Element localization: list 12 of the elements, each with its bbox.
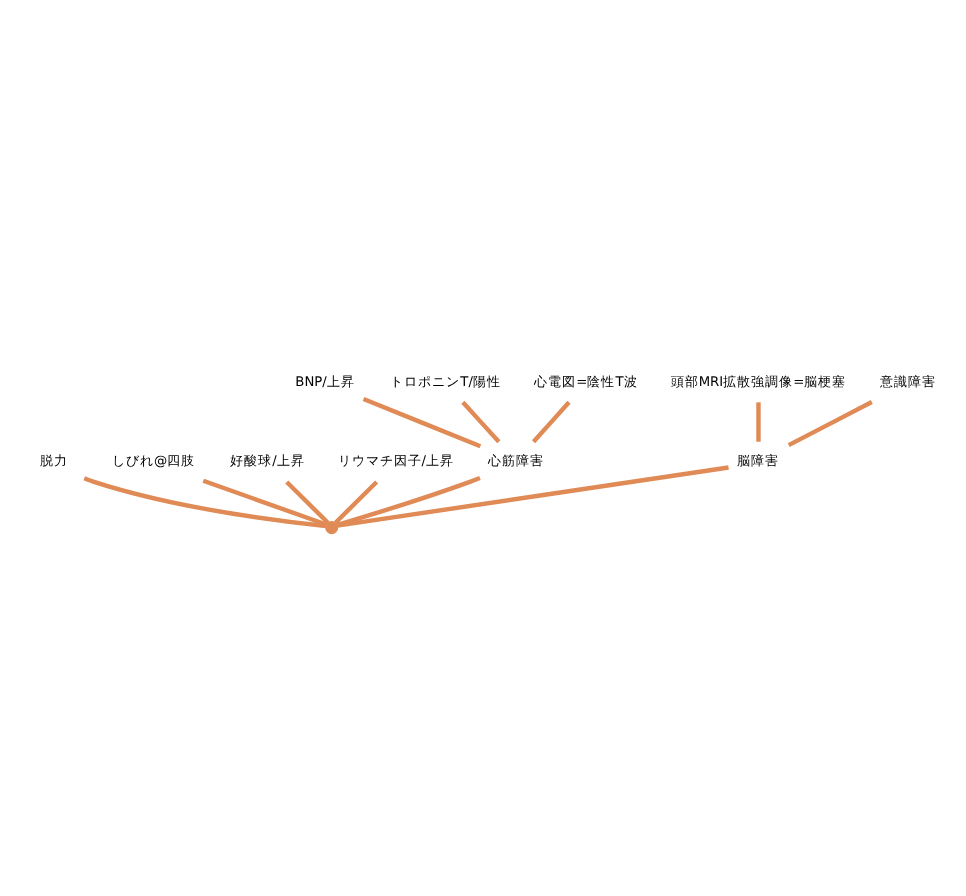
connector <box>460 400 500 444</box>
connector <box>335 476 480 527</box>
connector <box>284 480 329 525</box>
node-point <box>324 521 338 535</box>
connector <box>361 396 481 449</box>
connector <box>530 400 570 444</box>
connector <box>201 478 326 527</box>
connector <box>82 476 325 529</box>
connector <box>755 402 760 442</box>
connector <box>336 465 728 528</box>
connector <box>786 400 872 448</box>
connector <box>332 480 378 525</box>
